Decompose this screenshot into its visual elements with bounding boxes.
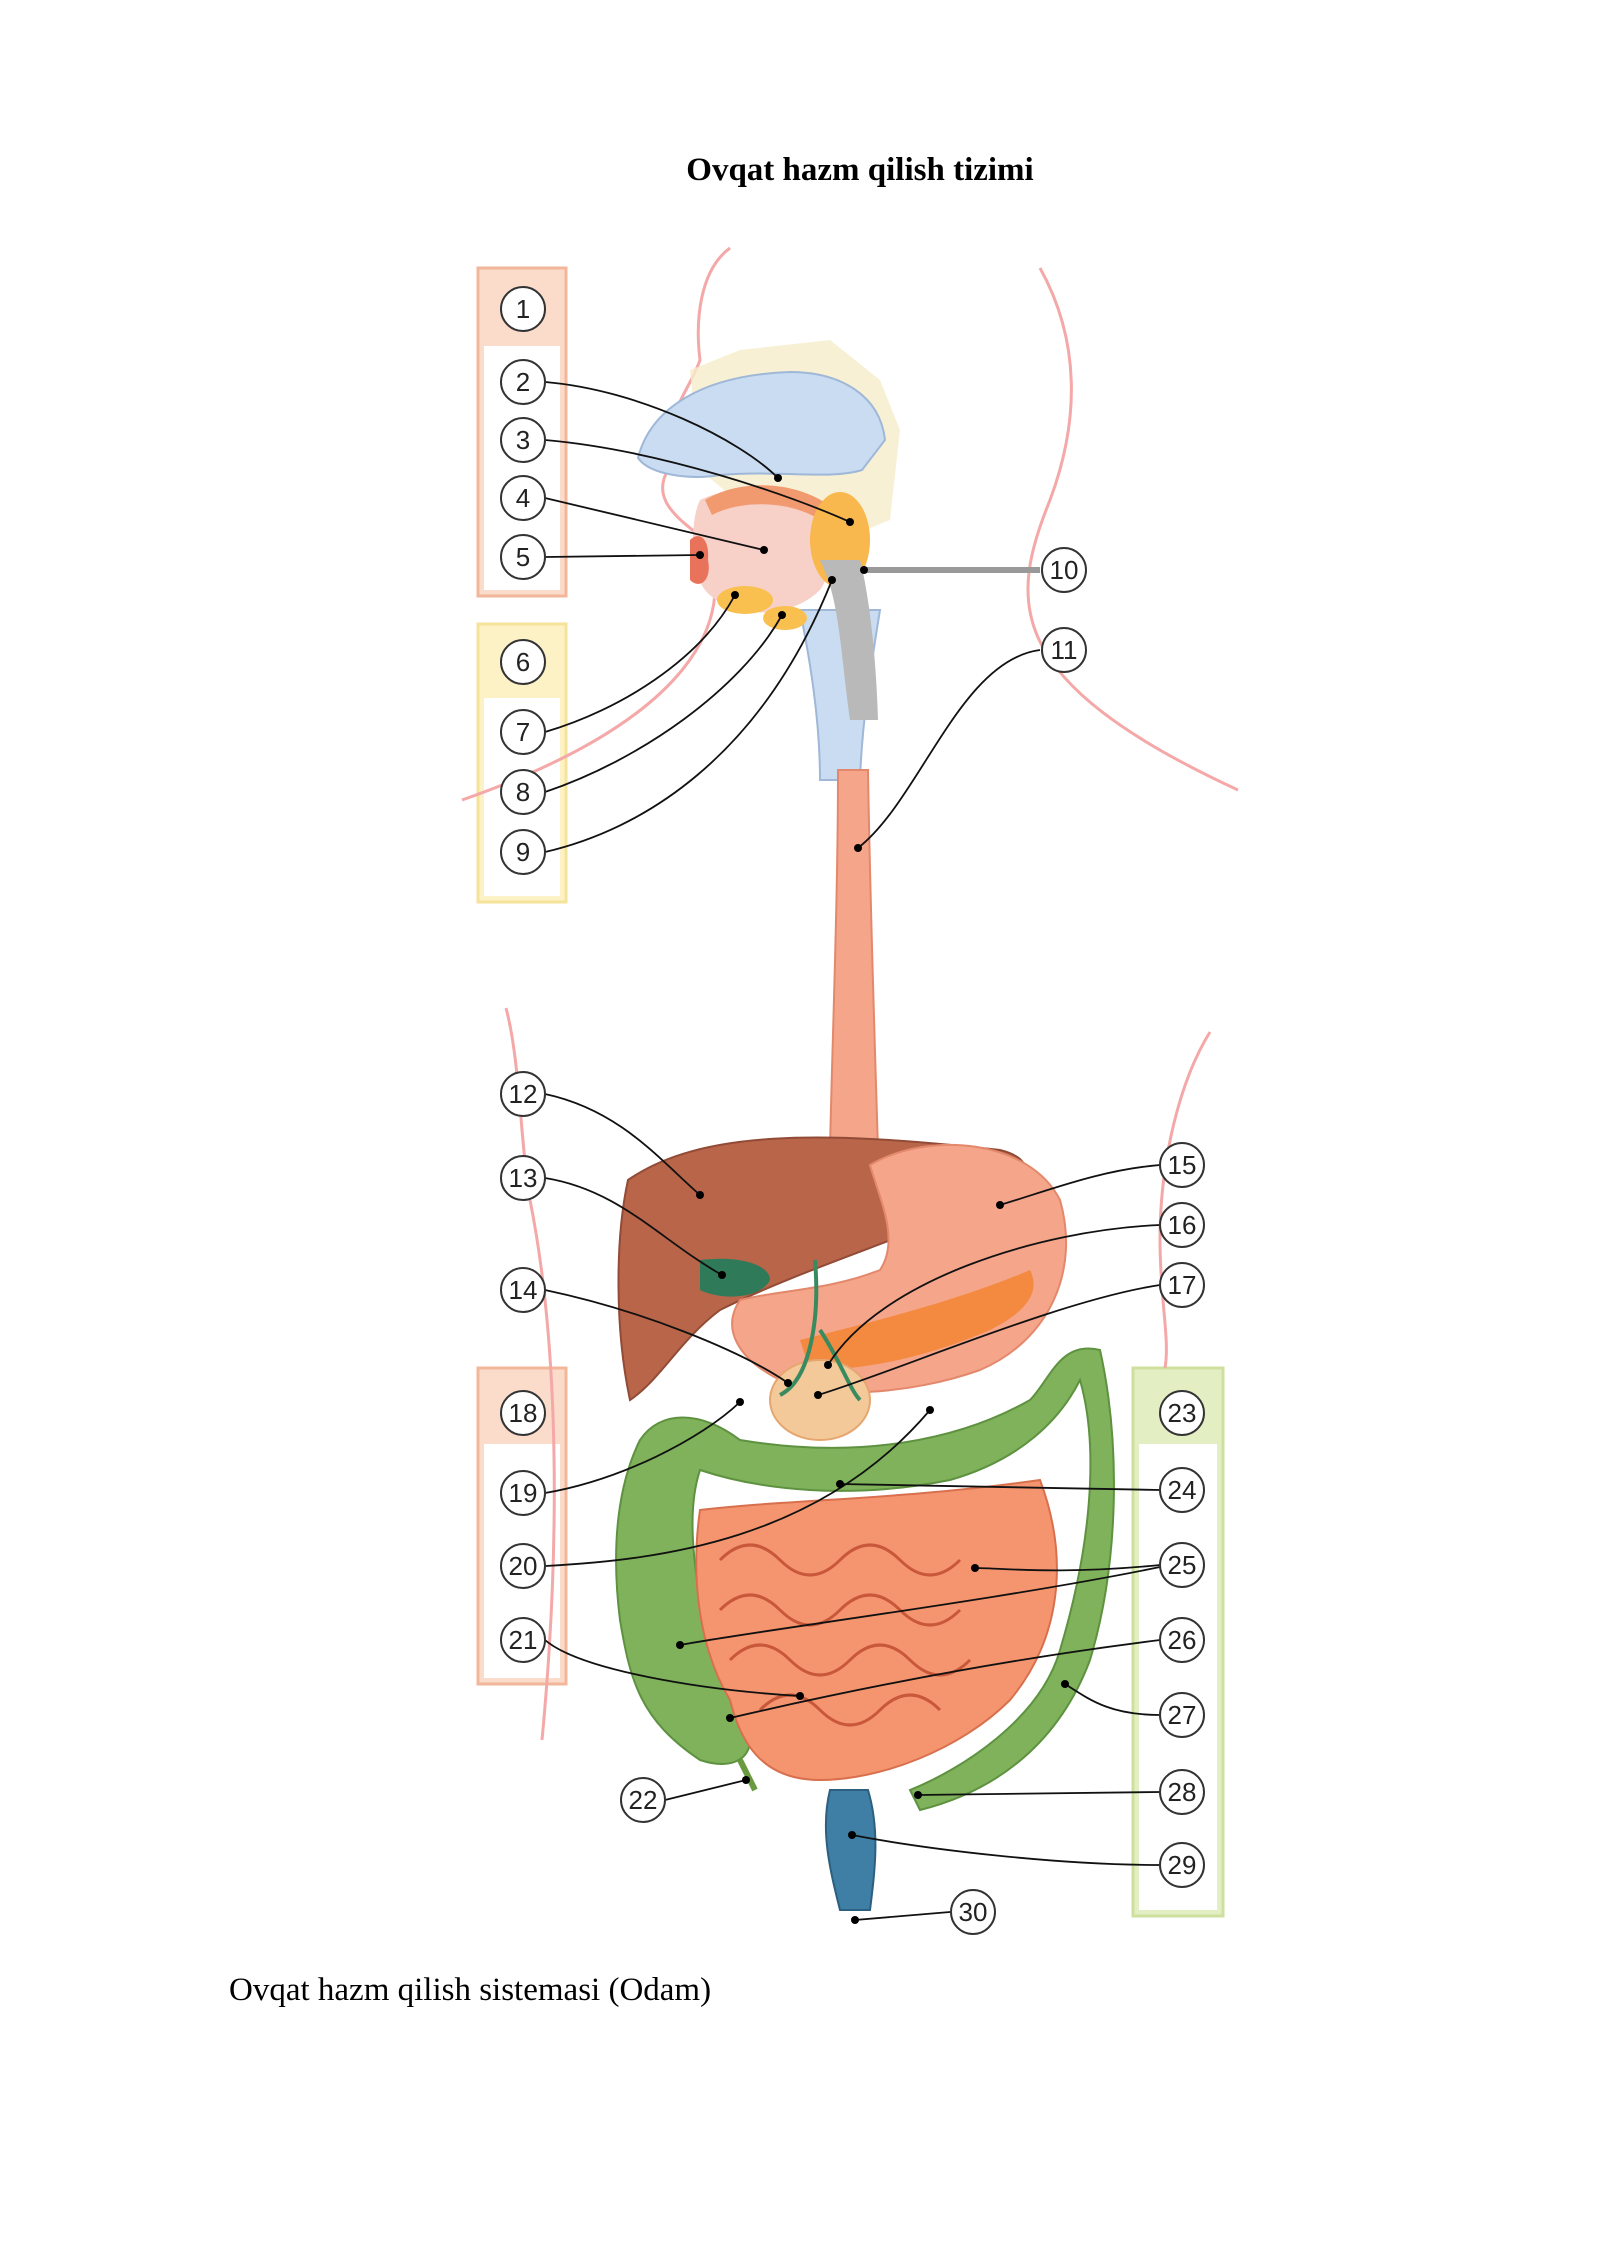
label-number-22: 22	[629, 1785, 658, 1815]
large-intestine	[615, 1347, 1115, 1812]
label-circle-25	[1159, 1542, 1205, 1588]
head-organs	[636, 340, 900, 781]
label-circle-14	[500, 1267, 546, 1313]
leader-dots	[676, 474, 1069, 1924]
label-number-14: 14	[509, 1275, 538, 1305]
label-number-3: 3	[516, 425, 530, 455]
label-number-25: 25	[1168, 1550, 1197, 1580]
label-circle-3	[500, 417, 546, 463]
label-circle-22	[620, 1777, 666, 1823]
label-number-28: 28	[1168, 1777, 1197, 1807]
label-circle-10	[1041, 547, 1087, 593]
gallbladder	[700, 1258, 770, 1297]
diagram-title: Ovqat hazm qilish tizimi	[686, 152, 1034, 188]
label-circle-24	[1159, 1467, 1205, 1513]
label-number-10: 10	[1050, 555, 1079, 585]
label-number-30: 30	[959, 1897, 988, 1927]
label-circle-28	[1159, 1769, 1205, 1815]
label-bubbles: 1234567891011121314151617181920212223242…	[500, 286, 1205, 1935]
label-number-17: 17	[1168, 1270, 1197, 1300]
label-circle-2	[500, 359, 546, 405]
label-circle-16	[1159, 1202, 1205, 1248]
duodenum	[769, 1359, 871, 1441]
label-number-11: 11	[1051, 635, 1078, 665]
label-number-13: 13	[509, 1163, 538, 1193]
label-number-26: 26	[1168, 1625, 1197, 1655]
label-circle-30	[950, 1889, 996, 1935]
label-number-9: 9	[516, 837, 530, 867]
label-circle-23	[1159, 1390, 1205, 1436]
leader-lines	[544, 381, 1161, 1921]
label-circle-15	[1159, 1142, 1205, 1188]
label-number-21: 21	[509, 1625, 538, 1655]
label-number-8: 8	[516, 777, 530, 807]
label-number-24: 24	[1168, 1475, 1197, 1505]
label-number-18: 18	[509, 1398, 538, 1428]
label-circle-19	[500, 1470, 546, 1516]
rectum	[824, 1789, 877, 1911]
label-circle-7	[500, 709, 546, 755]
label-number-27: 27	[1168, 1700, 1197, 1730]
label-number-16: 16	[1168, 1210, 1197, 1240]
label-number-19: 19	[509, 1478, 538, 1508]
label-circle-8	[500, 769, 546, 815]
label-circle-11	[1041, 627, 1087, 673]
label-number-23: 23	[1168, 1398, 1197, 1428]
label-circle-20	[500, 1543, 546, 1589]
label-circle-6	[500, 639, 546, 685]
label-circle-27	[1159, 1692, 1205, 1738]
label-number-12: 12	[509, 1079, 538, 1109]
label-number-5: 5	[516, 542, 530, 572]
label-circle-5	[500, 534, 546, 580]
label-circle-4	[500, 475, 546, 521]
label-number-6: 6	[516, 647, 530, 677]
label-circle-18	[500, 1390, 546, 1436]
label-number-4: 4	[516, 483, 530, 513]
pancreas	[800, 1270, 1034, 1370]
label-number-20: 20	[509, 1551, 538, 1581]
label-circle-13	[500, 1155, 546, 1201]
label-number-7: 7	[516, 717, 530, 747]
esophagus	[828, 769, 880, 1151]
label-number-2: 2	[516, 367, 530, 397]
diagram-caption: Ovqat hazm qilish sistemasi (Odam)	[229, 1972, 712, 2008]
label-number-29: 29	[1168, 1850, 1197, 1880]
label-number-1: 1	[516, 294, 530, 324]
label-circle-21	[500, 1617, 546, 1663]
appendix	[737, 1758, 758, 1792]
label-circle-12	[500, 1071, 546, 1117]
label-circle-26	[1159, 1617, 1205, 1663]
label-circle-29	[1159, 1842, 1205, 1888]
label-circle-9	[500, 829, 546, 875]
label-number-15: 15	[1168, 1150, 1197, 1180]
label-circle-1	[500, 286, 546, 332]
label-circle-17	[1159, 1262, 1205, 1308]
